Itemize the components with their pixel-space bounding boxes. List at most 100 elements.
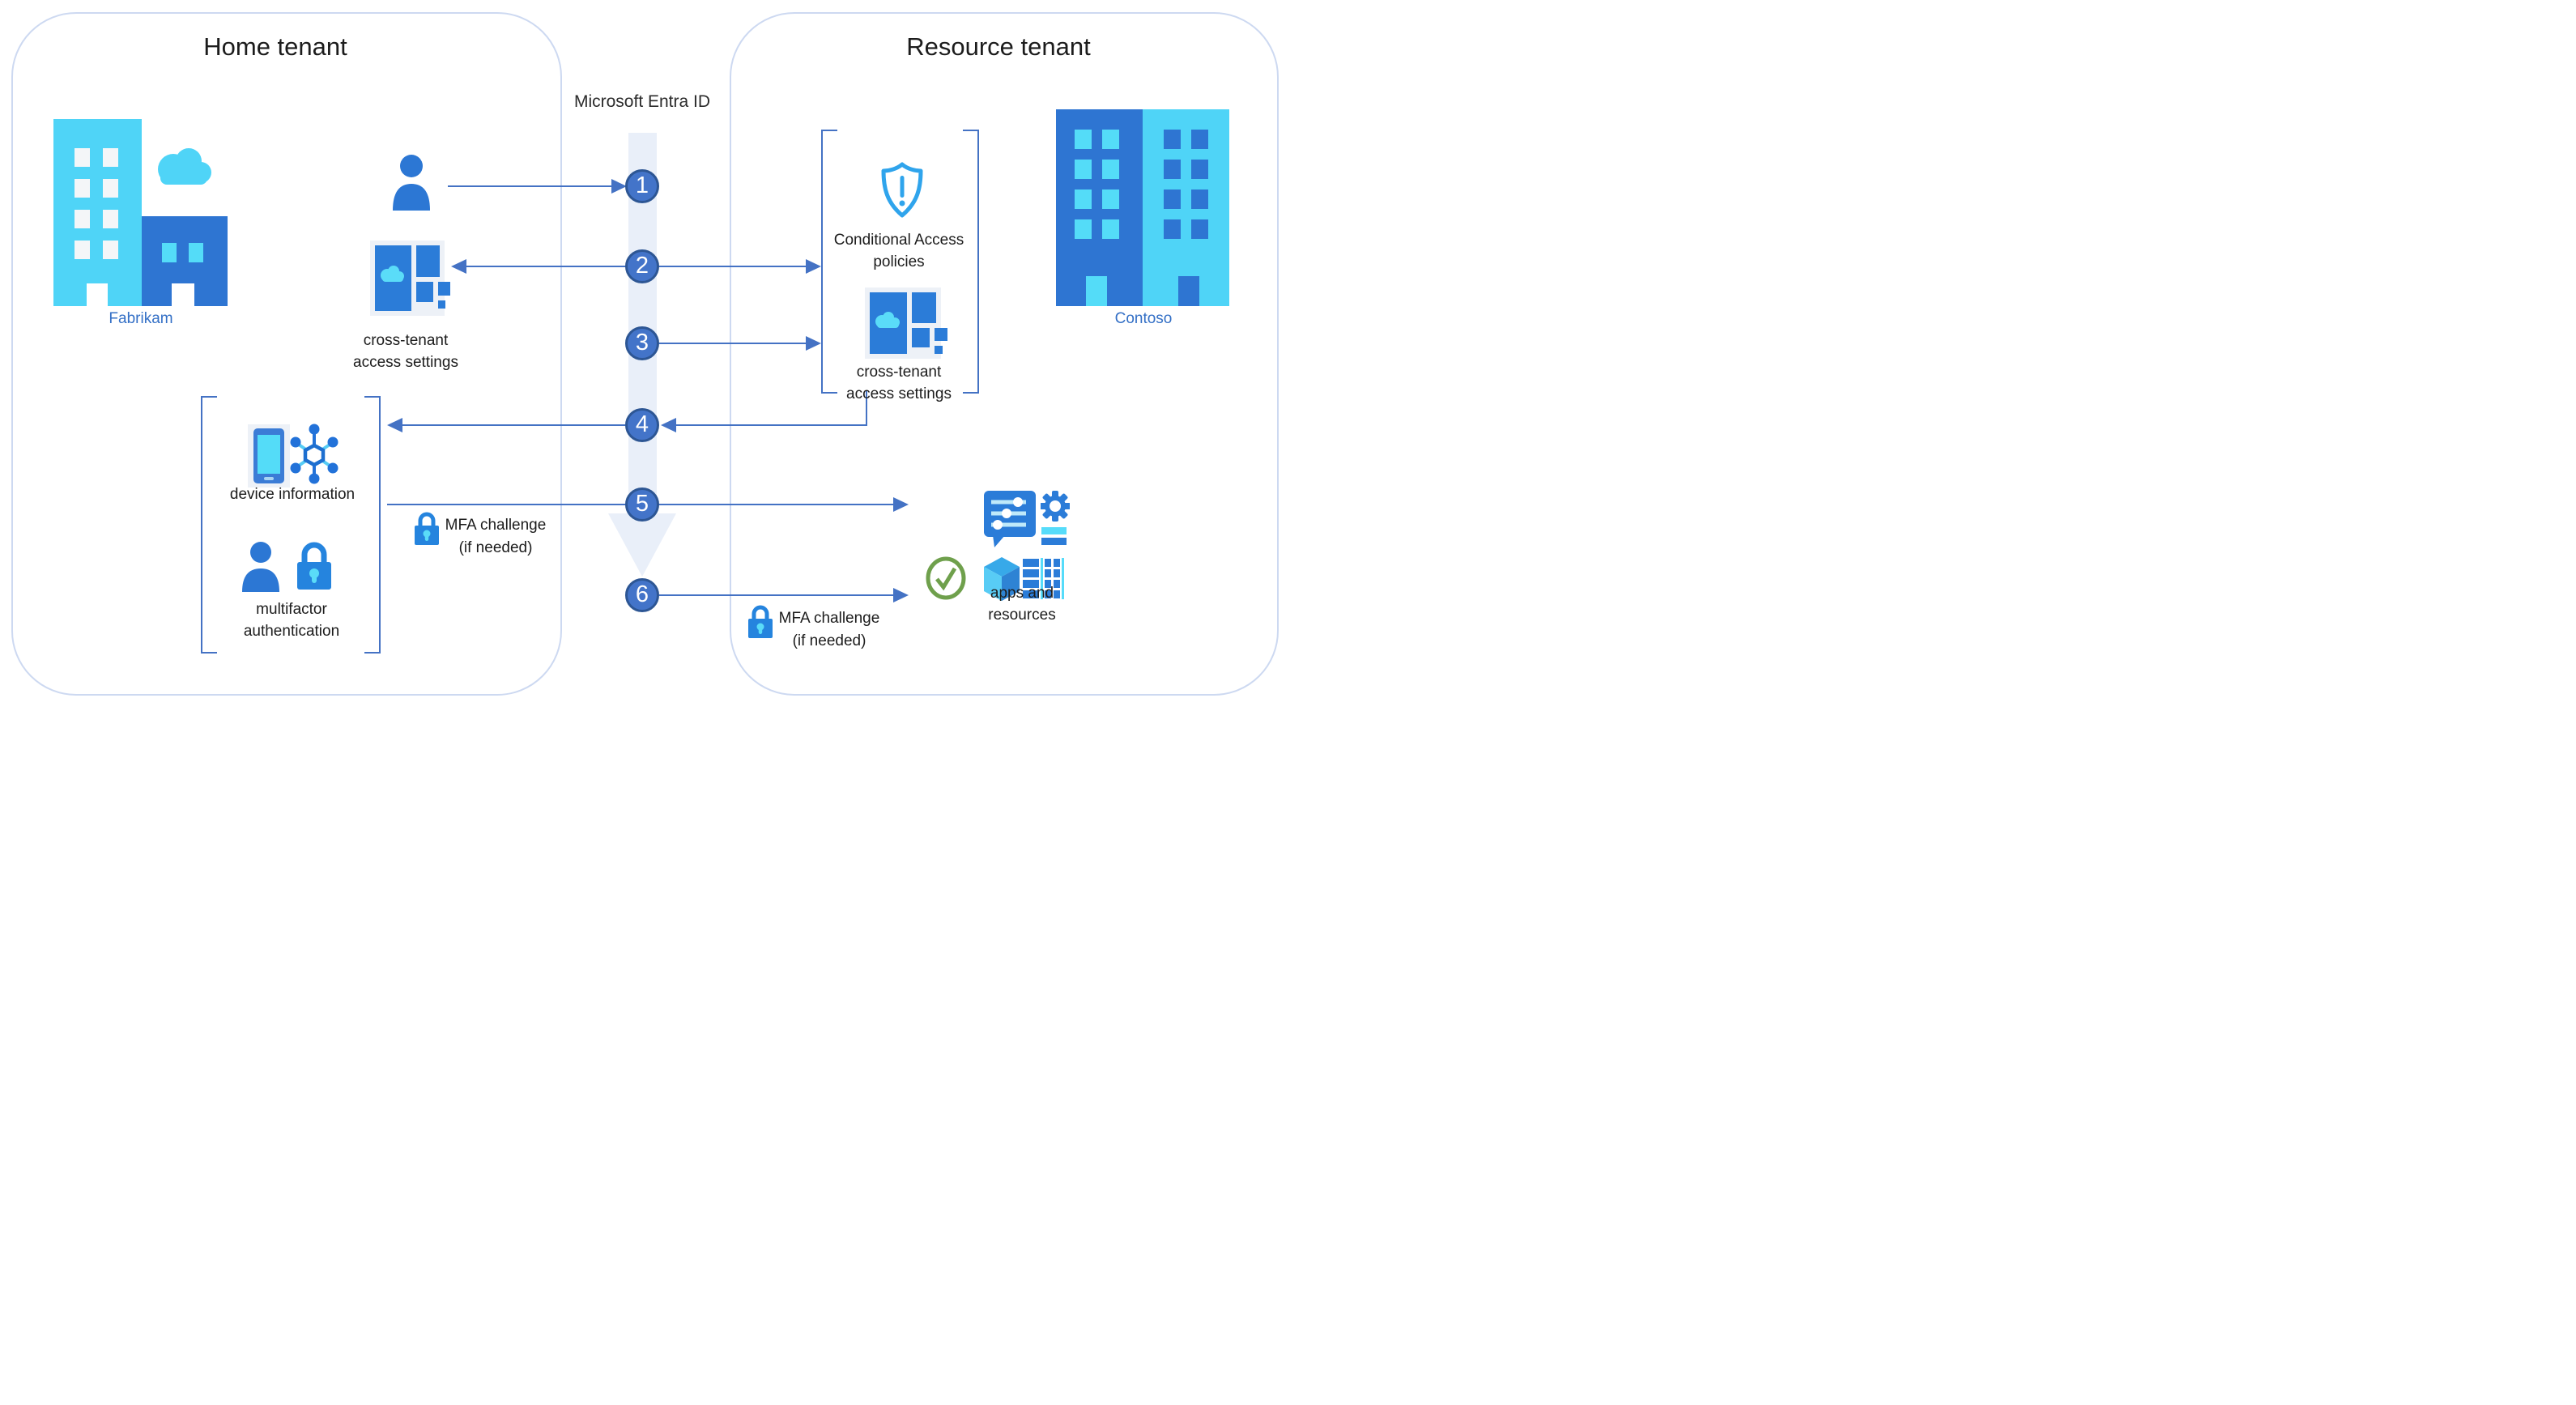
cloud-icon [875,312,900,328]
arrowhead-step1 [611,179,627,194]
conditional-access-label-line2: policies [873,253,925,270]
cloud-icon [158,148,211,185]
shield-exclamation-icon [881,162,923,218]
door [87,283,108,306]
line-step4-right [676,424,867,426]
cross-tenant-label-resource-line2: access settings [846,385,952,402]
lock-icon [297,542,331,590]
device-information-label: device information [229,486,356,503]
tile [416,245,440,277]
door [1086,276,1107,306]
window [1191,219,1208,239]
user-icon [393,155,430,211]
arrowhead-step5 [893,497,909,512]
cross-tenant-label-home-line1: cross-tenant [363,332,449,349]
contoso-label: Contoso [1114,310,1173,327]
cube-icon [984,557,1020,601]
tile [438,282,450,296]
window [103,210,118,228]
building-icon-contoso-left [1056,109,1143,306]
mfa-lock-icon-resource [748,605,773,638]
line-step1 [448,185,611,187]
table-icon [1023,558,1064,599]
window [1164,189,1181,209]
line-step3 [659,343,806,344]
cross-tenant-label-resource-line1: cross-tenant [856,364,942,381]
window [75,210,90,228]
window [1075,160,1092,179]
gear-icon [1041,491,1070,522]
line-step4-left [402,424,625,426]
arrowhead-step6 [893,588,909,602]
tile [935,328,947,341]
window [1191,160,1208,179]
tile [935,346,943,354]
window [1075,130,1092,149]
window [1102,130,1119,149]
check-circle-icon [926,556,966,600]
chat-settings-icon [984,491,1036,547]
arrowhead-step2-left [451,259,466,274]
mfa-lock-icon-home [415,512,439,545]
window [75,148,90,167]
apps-resources-label-line2: resources [988,607,1056,624]
cloud-icon [381,266,404,282]
window [1164,160,1181,179]
step-circle-3: 3 [625,326,659,360]
arrowhead-step4-mid [661,418,676,432]
mfa-challenge-resource-line1: MFA challenge [778,610,880,627]
tile [912,292,936,323]
tile [912,328,930,347]
network-icon [290,424,338,484]
entra-id-title: Microsoft Entra ID [573,92,711,111]
window [1191,189,1208,209]
door [172,283,194,306]
entra-flow-arrowhead [608,513,676,577]
window [162,243,177,262]
multifactor-label-line1: multifactor [256,601,327,618]
window [75,179,90,198]
window [1191,130,1208,149]
window [1075,189,1092,209]
step-circle-1: 1 [625,169,659,203]
window [75,241,90,259]
window [1102,160,1119,179]
window [1164,219,1181,239]
tile [438,300,445,309]
resource-policy-bracket-right [963,130,979,394]
apps-resources-label-line1: apps and [990,585,1054,602]
arrowhead-step3 [806,336,821,351]
bar-cyan [1041,527,1067,534]
bar-blue [1041,538,1067,545]
step-circle-4: 4 [625,408,659,442]
window [1075,219,1092,239]
window [103,179,118,198]
step-circle-5: 5 [625,487,659,522]
line-step4-elbow [866,390,867,425]
door [1178,276,1199,306]
phone-icon [253,428,284,483]
home-tenant-title: Home tenant [203,32,347,61]
resource-tenant-title: Resource tenant [906,32,1091,61]
home-policy-bracket-right [364,396,381,654]
window [1102,219,1119,239]
window [189,243,203,262]
building-icon-fabrikam-tower [53,119,142,306]
fabrikam-label: Fabrikam [109,310,173,327]
building-icon-contoso-right [1143,109,1229,306]
arrowhead-step2-right [806,259,821,274]
window [103,241,118,259]
window [103,148,118,167]
arrowhead-step4-left [387,418,402,432]
tile [416,282,433,302]
window [1102,189,1119,209]
home-policy-bracket-left [201,396,217,654]
conditional-access-label-line1: Conditional Access [833,232,964,249]
mfa-challenge-resource-line2: (if needed) [792,632,866,649]
person-icon [242,542,279,592]
line-step6 [659,594,893,596]
resource-policy-bracket-left [821,130,837,394]
multifactor-label-line2: authentication [243,623,340,640]
step-circle-2: 2 [625,249,659,283]
mfa-challenge-home-line1: MFA challenge [445,517,547,534]
